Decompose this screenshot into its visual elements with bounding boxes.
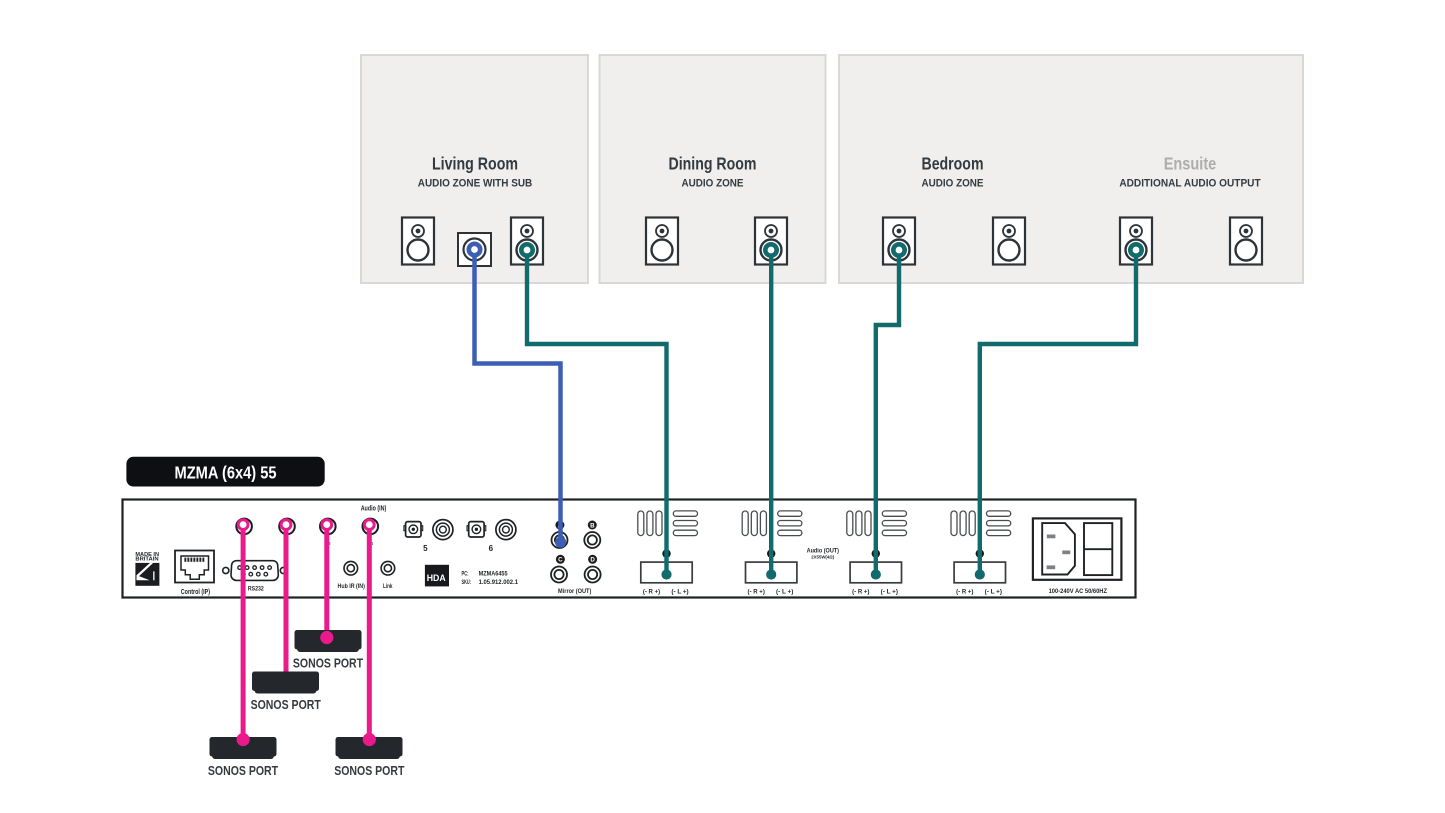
svg-text:HDA: HDA (427, 573, 446, 583)
svg-text:(- R +): (- R +) (852, 589, 869, 596)
svg-text:Audio (OUT): Audio (OUT) (807, 547, 839, 554)
svg-text:MZMA (6x4) 55: MZMA (6x4) 55 (175, 463, 277, 483)
svg-text:ADDITIONAL AUDIO OUTPUT: ADDITIONAL AUDIO OUTPUT (1119, 178, 1261, 190)
svg-text:(- L +): (- L +) (985, 589, 1002, 596)
svg-text:SONOS PORT: SONOS PORT (208, 763, 278, 778)
svg-text:AUDIO ZONE: AUDIO ZONE (682, 178, 744, 190)
svg-text:Control (IP): Control (IP) (181, 589, 210, 596)
svg-text:Link: Link (383, 583, 393, 590)
svg-text:D: D (590, 557, 595, 564)
svg-text:5: 5 (423, 544, 428, 553)
svg-text:3: 3 (328, 541, 331, 547)
svg-text:AUDIO ZONE WITH SUB: AUDIO ZONE WITH SUB (418, 178, 533, 190)
svg-text:Living Room: Living Room (432, 154, 518, 174)
svg-text:Audio (IN): Audio (IN) (361, 506, 387, 513)
svg-text:C: C (558, 557, 563, 564)
svg-text:B: B (590, 522, 595, 529)
svg-text:(- L +): (- L +) (776, 589, 793, 596)
svg-text:Bedroom: Bedroom (922, 154, 984, 174)
svg-text:MZMA6455: MZMA6455 (479, 571, 508, 578)
svg-text:2X55W(4Ω): 2X55W(4Ω) (811, 555, 834, 560)
svg-text:SONOS PORT: SONOS PORT (251, 697, 321, 712)
svg-text:(- R +): (- R +) (643, 589, 660, 596)
svg-text:RS232: RS232 (248, 586, 264, 593)
svg-text:Ensuite: Ensuite (1164, 154, 1217, 174)
svg-text:SKU:: SKU: (462, 579, 472, 586)
svg-text:6: 6 (489, 544, 494, 553)
svg-text:(- L +): (- L +) (671, 589, 688, 596)
svg-text:4: 4 (370, 541, 373, 547)
svg-text:SONOS PORT: SONOS PORT (334, 763, 404, 778)
svg-text:(- R +): (- R +) (956, 589, 973, 596)
svg-text:BRITAIN: BRITAIN (135, 557, 159, 563)
svg-text:MADE IN: MADE IN (135, 552, 159, 558)
svg-text:Dining Room: Dining Room (669, 154, 757, 174)
svg-text:Hub IR (IN): Hub IR (IN) (338, 583, 365, 590)
svg-text:(- R +): (- R +) (748, 589, 765, 596)
svg-text:1.05.912.002.1: 1.05.912.002.1 (479, 579, 519, 586)
svg-text:SONOS PORT: SONOS PORT (293, 656, 363, 671)
svg-text:(- L +): (- L +) (881, 589, 898, 596)
svg-text:Mirror (OUT): Mirror (OUT) (558, 588, 591, 595)
svg-text:100-240V AC 50/60HZ: 100-240V AC 50/60HZ (1049, 588, 1107, 595)
svg-text:PC:: PC: (462, 571, 469, 578)
svg-text:AUDIO ZONE: AUDIO ZONE (922, 178, 984, 190)
